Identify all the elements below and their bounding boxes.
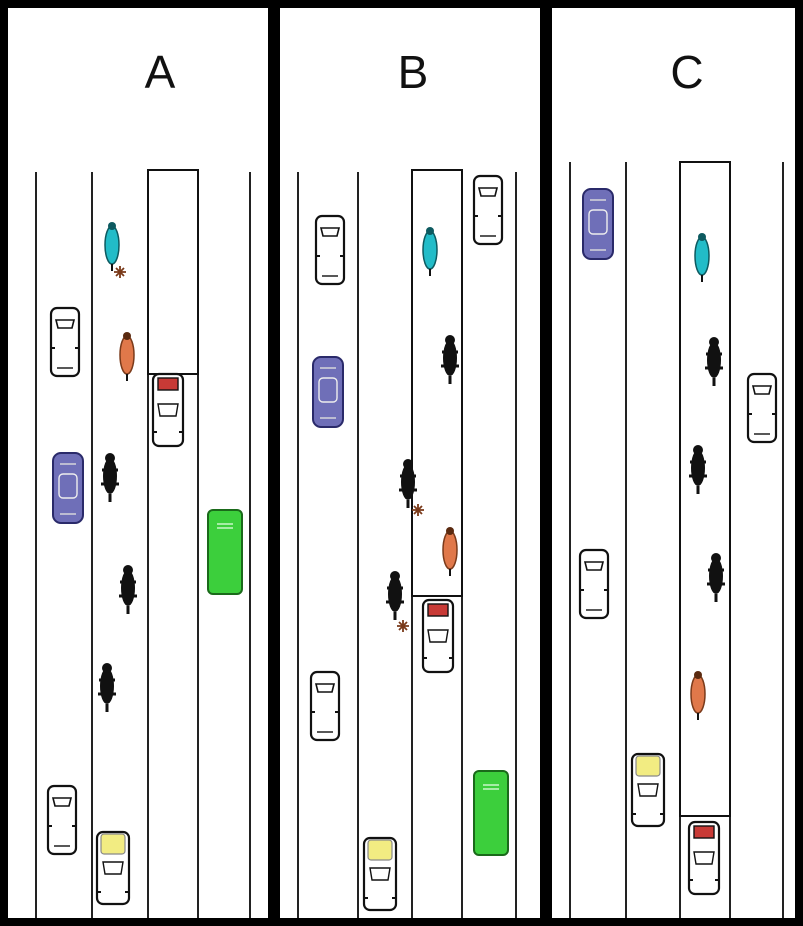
yellow-car bbox=[364, 838, 396, 910]
white-car bbox=[48, 786, 76, 854]
bus-lane-box bbox=[412, 170, 462, 596]
white-car bbox=[580, 550, 608, 618]
green-bus bbox=[474, 771, 508, 855]
yellow-car bbox=[97, 832, 129, 904]
white-car bbox=[474, 176, 502, 244]
panel-a-label: A bbox=[145, 46, 176, 98]
divider-bc bbox=[540, 0, 552, 926]
red-car bbox=[153, 374, 183, 446]
red-car bbox=[689, 822, 719, 894]
blue-car bbox=[583, 189, 613, 259]
panel-b-label: B bbox=[398, 46, 429, 98]
bus-lane-box bbox=[148, 170, 198, 374]
white-car bbox=[311, 672, 339, 740]
blue-car bbox=[313, 357, 343, 427]
blue-car bbox=[53, 453, 83, 523]
red-car bbox=[423, 600, 453, 672]
white-car bbox=[748, 374, 776, 442]
divider-ab bbox=[268, 0, 280, 926]
white-car bbox=[316, 216, 344, 284]
yellow-car bbox=[632, 754, 664, 826]
green-bus bbox=[208, 510, 242, 594]
white-car bbox=[51, 308, 79, 376]
panel-c-label: C bbox=[670, 46, 703, 98]
